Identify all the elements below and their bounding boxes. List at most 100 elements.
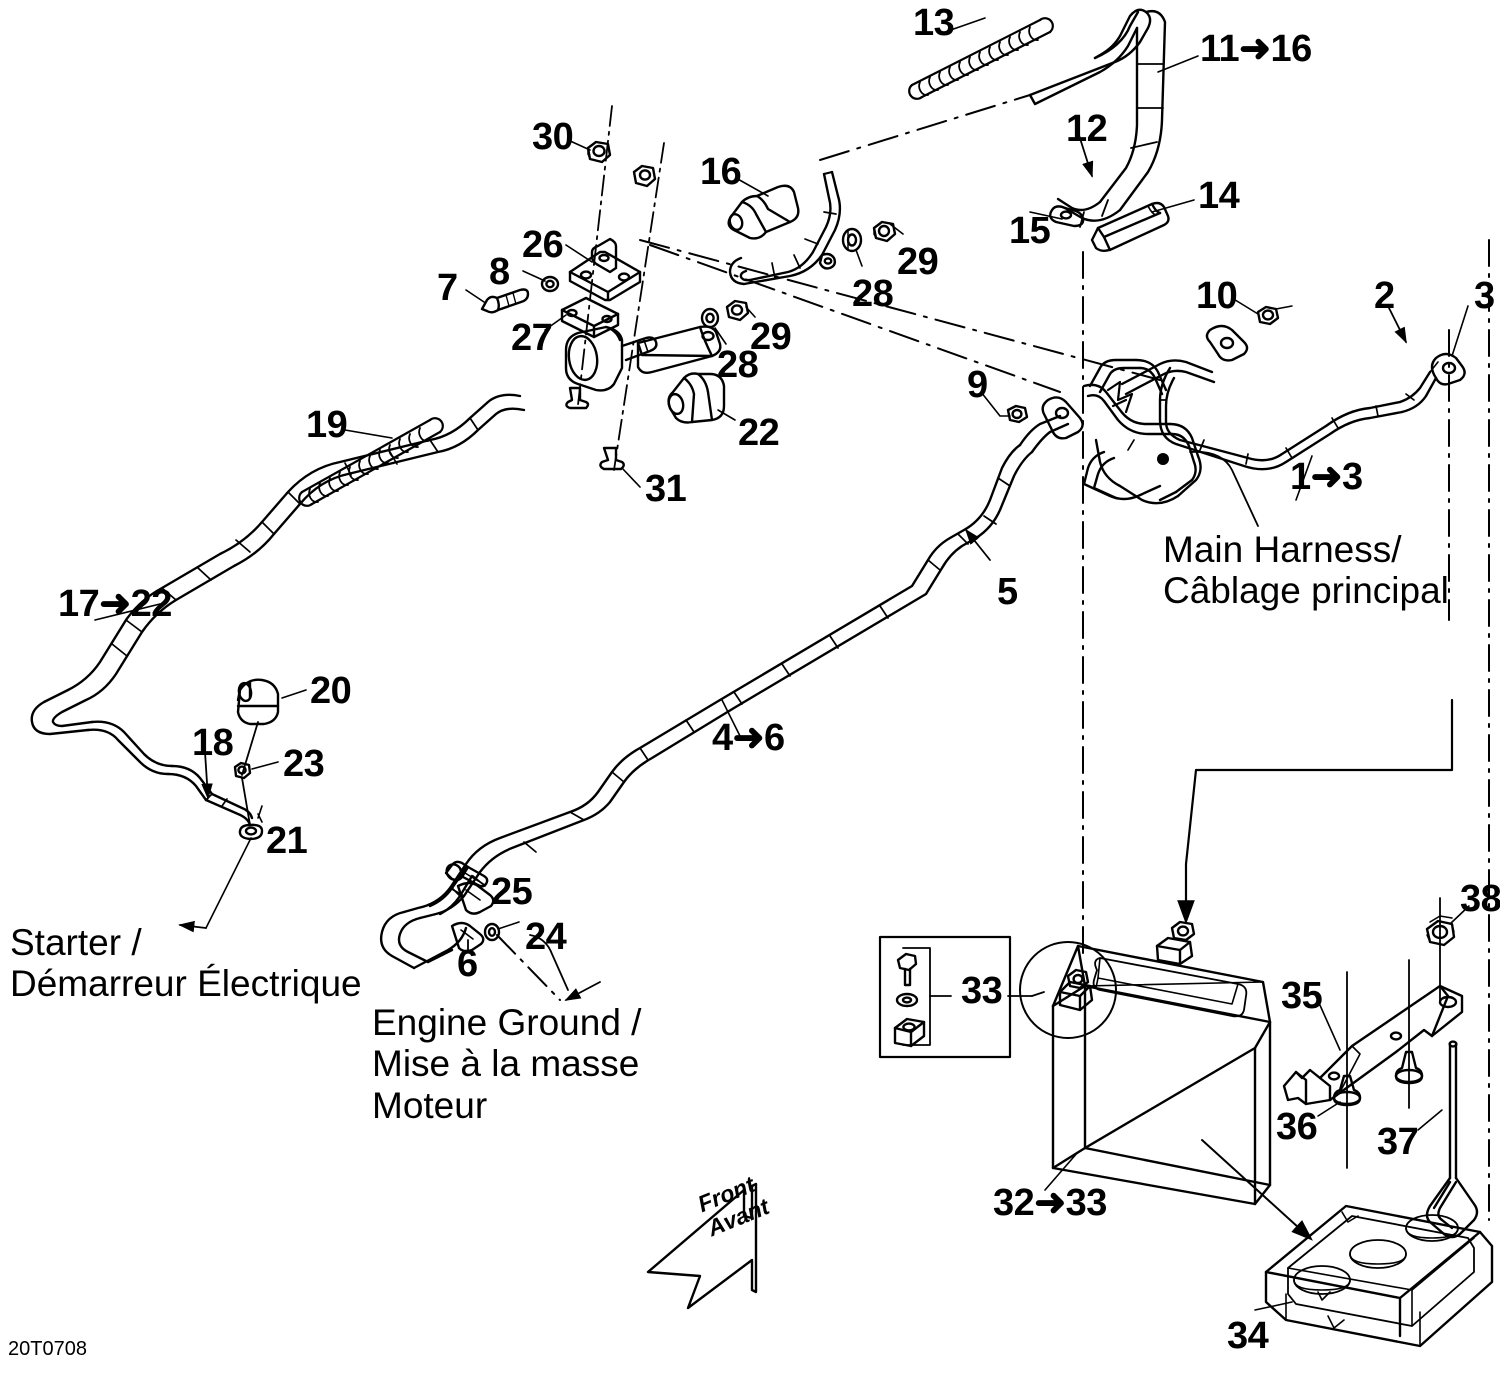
- callout-31: 31: [645, 468, 687, 510]
- main-harness-annotation: Main Harness/ Câblage principal: [1163, 529, 1449, 612]
- callout-15: 15: [1009, 210, 1051, 252]
- leader-2: [1387, 305, 1407, 344]
- part-29-nut-lower: [725, 299, 750, 322]
- leader-3: [1451, 305, 1469, 357]
- part-4-6-ground-cable: [379, 414, 1070, 970]
- solenoid-bolt-left: [565, 386, 590, 410]
- part-32-33-battery: [1019, 920, 1272, 1206]
- leader-26: [565, 244, 593, 263]
- part-9-area-bracket: [1041, 396, 1084, 440]
- axis-line-diag-13: [819, 94, 1031, 161]
- leader-34: [1254, 1301, 1293, 1311]
- front-avant-arrow: [646, 1182, 758, 1310]
- callout-5: 5: [997, 571, 1018, 613]
- callout-32-33: 32➜33: [993, 1182, 1107, 1224]
- leader-24: [497, 921, 520, 930]
- leader-17-22: [94, 603, 161, 621]
- callout-9: 9: [967, 364, 988, 406]
- callout-30: 30: [532, 116, 574, 158]
- cable-loop-16: [728, 170, 842, 286]
- axis-nut-secondary: [613, 142, 665, 471]
- axis-line-engine-ground: [496, 934, 561, 1001]
- leader-35: [1314, 993, 1341, 1051]
- leader-12: [1077, 131, 1094, 178]
- callout-1-3: 1➜3: [1290, 456, 1363, 498]
- leader-28-upper: [855, 249, 863, 267]
- callout-11-16: 11➜16: [1200, 28, 1312, 70]
- callout-3: 3: [1474, 275, 1495, 317]
- callout-24: 24: [525, 916, 567, 958]
- part-16-boot: [727, 184, 800, 240]
- leader-13: [944, 17, 986, 33]
- callout-33: 33: [961, 970, 1003, 1012]
- part-33-hardware-box: [878, 935, 1045, 1059]
- part-nut-secondary: [632, 164, 657, 188]
- callout-23: 23: [283, 743, 325, 785]
- leader-8: [522, 270, 546, 282]
- leader-15: [1029, 211, 1063, 220]
- callout-10: 10: [1196, 275, 1238, 317]
- part-30-nut: [586, 140, 612, 164]
- starter-arrow: [178, 920, 207, 933]
- leader-from-right-axis: [1184, 698, 1454, 866]
- callout-20: 20: [310, 670, 352, 712]
- leader-32-33: [1044, 1151, 1079, 1191]
- axis-line-diag-lower: [649, 244, 1061, 393]
- engine-ground-annotation: Engine Ground / Mise à la masse Moteur: [372, 1002, 642, 1126]
- leader-18: [201, 751, 213, 800]
- part-25-bolt: [444, 860, 489, 888]
- callout-18: 18: [192, 722, 234, 764]
- part-15-terminal-eyelet: [1049, 205, 1085, 228]
- leader-38: [1449, 905, 1470, 925]
- part-9-nut: [1006, 404, 1029, 424]
- callout-35: 35: [1281, 975, 1323, 1017]
- part-31-screw: [599, 446, 625, 471]
- callout-29b: 29: [750, 316, 792, 358]
- callout-28b: 28: [717, 344, 759, 386]
- callout-37: 37: [1377, 1121, 1419, 1163]
- callout-13: 13: [913, 2, 955, 44]
- callout-22: 22: [738, 412, 780, 454]
- callout-36: 36: [1276, 1106, 1318, 1148]
- callout-17-22: 17➜22: [58, 583, 172, 625]
- leader-23: [251, 761, 279, 770]
- callout-25: 25: [491, 871, 533, 913]
- part-34-tray: [1264, 1204, 1494, 1348]
- part-10-nut: [1256, 305, 1293, 326]
- callout-26: 26: [522, 224, 564, 266]
- leader-36: [1317, 1101, 1341, 1117]
- leader-14: [1151, 199, 1195, 213]
- part-7-bolt: [480, 288, 530, 314]
- leader-7: [465, 289, 485, 303]
- leader-19: [344, 429, 393, 439]
- leader-11-16: [1157, 55, 1199, 73]
- callout-6: 6: [457, 943, 478, 985]
- leader-25: [459, 869, 486, 886]
- axis-23-21: [241, 777, 251, 826]
- axis-30: [577, 105, 613, 406]
- callout-14: 14: [1198, 175, 1240, 217]
- part-11-16-cable: [1028, 8, 1167, 228]
- leader-29-lower: [745, 306, 756, 318]
- leader-20: [281, 689, 307, 699]
- leader-9: [980, 391, 1011, 417]
- arrow-battery-to-tray: [1201, 1139, 1313, 1241]
- leader-30: [567, 139, 591, 151]
- callout-34: 34: [1227, 1315, 1269, 1357]
- part-22-cap: [667, 372, 726, 424]
- leader-4-6: [721, 699, 743, 741]
- leader-engine-ground: [529, 934, 569, 991]
- callout-38: 38: [1460, 878, 1500, 920]
- part-23-nut: [233, 761, 252, 780]
- part-19-spiral-sleeve: [298, 417, 444, 507]
- leader-29-upper: [889, 223, 904, 235]
- part-20-boot: [236, 678, 280, 726]
- callout-28a: 28: [852, 273, 894, 315]
- solenoid-body: [560, 296, 658, 392]
- leader-10: [1231, 297, 1259, 315]
- document-id: 20T0708: [8, 1338, 87, 1360]
- callout-29a: 29: [897, 241, 939, 283]
- leader-5: [964, 528, 991, 561]
